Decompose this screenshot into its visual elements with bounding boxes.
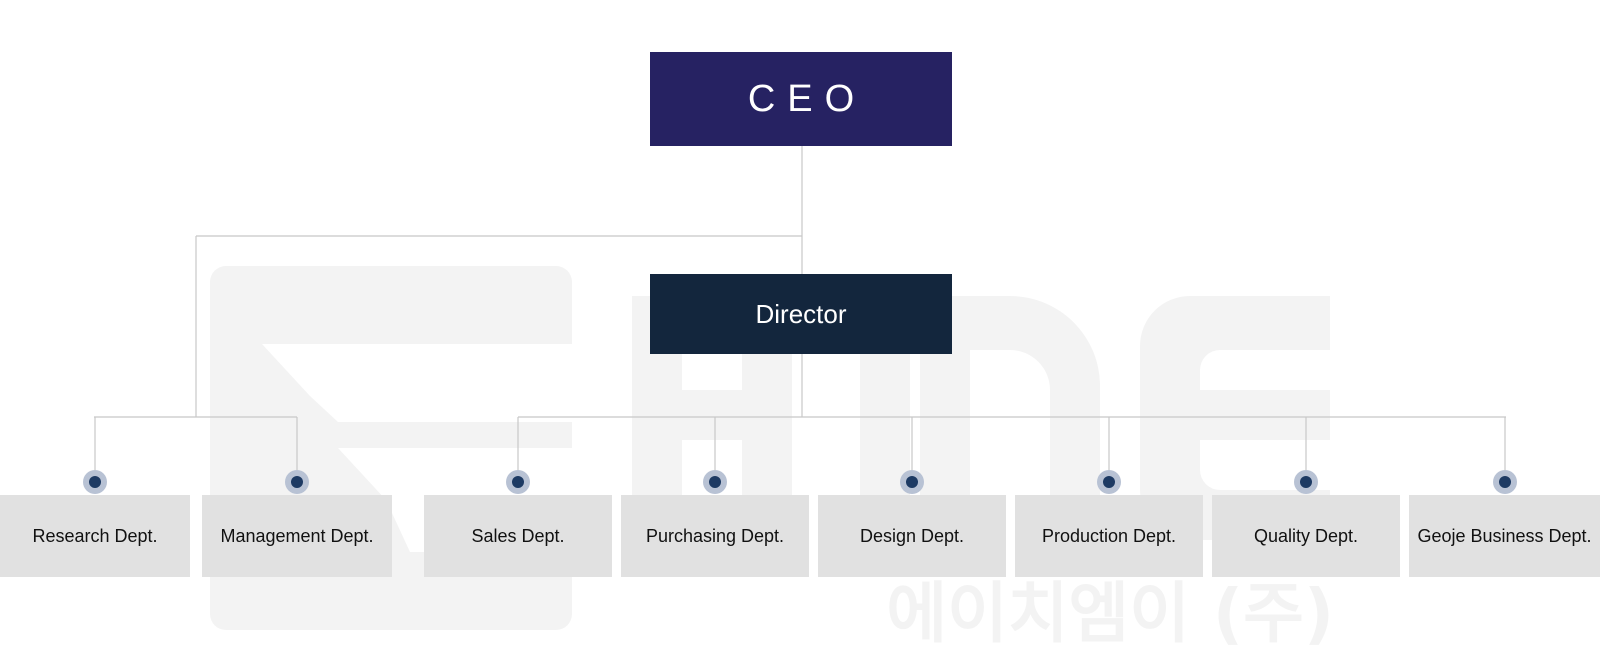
dept-box-purchasing: Purchasing Dept. [621,495,809,577]
node-marker [285,470,309,494]
node-marker-core [291,476,303,488]
node-marker-core [1300,476,1312,488]
dept-label: Design Dept. [859,525,965,546]
director-label: Director [755,298,847,329]
node-marker [1097,470,1121,494]
node-marker-core [709,476,721,488]
dept-label: Quality Dept. [1253,525,1359,546]
dept-box-management: Management Dept. [202,495,392,577]
node-marker [1294,470,1318,494]
node-marker [703,470,727,494]
node-marker-core [89,476,101,488]
dept-box-geoje-business: Geoje Business Dept. [1409,495,1600,577]
dept-box-sales: Sales Dept. [424,495,612,577]
node-marker-core [512,476,524,488]
dept-label: Production Dept. [1041,525,1177,546]
ceo-label: CEO [747,77,867,120]
watermark-korean-name: 에이치엠이 (주) [886,575,1334,652]
dept-label: Sales Dept. [471,525,565,546]
director-box: Director [650,274,952,354]
node-marker [1493,470,1517,494]
dept-box-research: Research Dept. [0,495,190,577]
node-marker [900,470,924,494]
dept-label: Management Dept. [220,525,374,546]
dept-label: Purchasing Dept. [645,525,785,546]
node-marker-core [906,476,918,488]
node-marker-core [1499,476,1511,488]
ceo-box: CEO [650,52,952,146]
dept-label: Geoje Business Dept. [1417,525,1592,546]
dept-box-production: Production Dept. [1015,495,1203,577]
node-marker [506,470,530,494]
dept-label: Research Dept. [32,525,158,546]
node-marker-core [1103,476,1115,488]
dept-box-design: Design Dept. [818,495,1006,577]
node-marker [83,470,107,494]
dept-box-quality: Quality Dept. [1212,495,1400,577]
